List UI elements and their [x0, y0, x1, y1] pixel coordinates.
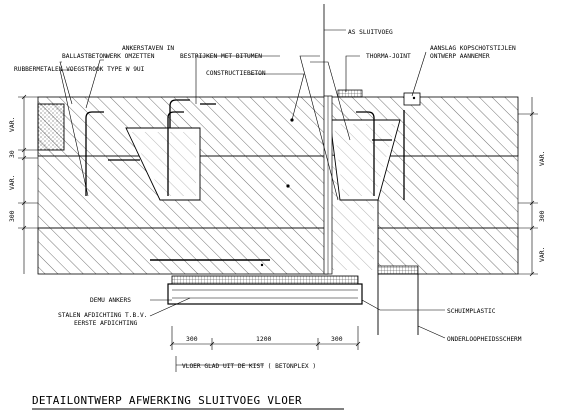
- label-ankerstaven-2: WERK OMZETTEN: [106, 53, 155, 60]
- drawing-title: DETAILONTWERP AFWERKING SLUITVOEG VLOER: [32, 394, 302, 407]
- label-bestrijken: BESTRIJKEN MET BITUMEN: [180, 53, 262, 60]
- label-constructiebeton: CONSTRUCTIEBETON: [206, 70, 266, 77]
- label-therma-joint: THORMA-JOINT: [366, 53, 411, 60]
- label-schuimplastic: SCHUIMPLASTIC: [447, 308, 496, 315]
- dim-left-2: 30: [8, 150, 16, 158]
- dimension-left: [18, 94, 38, 274]
- dim-right-1: VAR.: [538, 151, 546, 166]
- aanslag-block: [403, 92, 421, 106]
- dim-bottom-2: 1200: [256, 335, 272, 343]
- leader-lines: [59, 51, 446, 339]
- label-aanslag-2: ONTWERP AANNEMER: [430, 53, 490, 60]
- anchor-dots: [260, 96, 416, 267]
- label-ankerstaven-1: ANKERSTAVEN IN: [122, 45, 174, 52]
- joint-top-cover: [337, 89, 363, 98]
- dim-left-4: 300: [8, 210, 16, 222]
- dim-left-3: VAR.: [8, 175, 16, 190]
- anchor-bars: [85, 99, 405, 200]
- concrete-body: [37, 96, 519, 275]
- ballastbeton-block: [37, 103, 65, 151]
- dim-bottom-3: 300: [331, 335, 343, 343]
- dim-right-2: 300: [538, 210, 546, 222]
- dim-bottom-1: 300: [186, 335, 198, 343]
- label-rubbermetalen: RUBBERMETALEN VOEGSTROOK TYPE W 9UI: [14, 66, 145, 73]
- label-stalen-afdichting-1: STALEN AFDICHTING T.B.V.: [58, 312, 147, 319]
- label-as-sluitvoeg: AS SLUITVOEG: [348, 29, 393, 36]
- dimension-right: [518, 97, 538, 277]
- onderloopheidsscherm-plate: [377, 265, 419, 275]
- dimension-bottom: [169, 326, 361, 372]
- label-onderloopheidsscherm: ONDERLOOPHEIDSSCHERM: [447, 336, 522, 343]
- label-demu-ankers: DEMU ANKERS: [90, 297, 131, 304]
- steel-seal: [150, 259, 363, 305]
- dim-right-3: VAR.: [538, 247, 546, 262]
- label-aanslag-1: AANSLAG KOPSCHOTSTIJLEN: [430, 45, 516, 52]
- label-ballastbeton: BALLASTBETON: [62, 53, 107, 60]
- label-stalen-afdichting-2: EERSTE AFDICHTING: [74, 320, 138, 327]
- label-vloer-glad: VLOER GLAD UIT DE KIST ( BETONPLEX ): [182, 363, 316, 370]
- dim-left-1: VAR.: [8, 117, 16, 132]
